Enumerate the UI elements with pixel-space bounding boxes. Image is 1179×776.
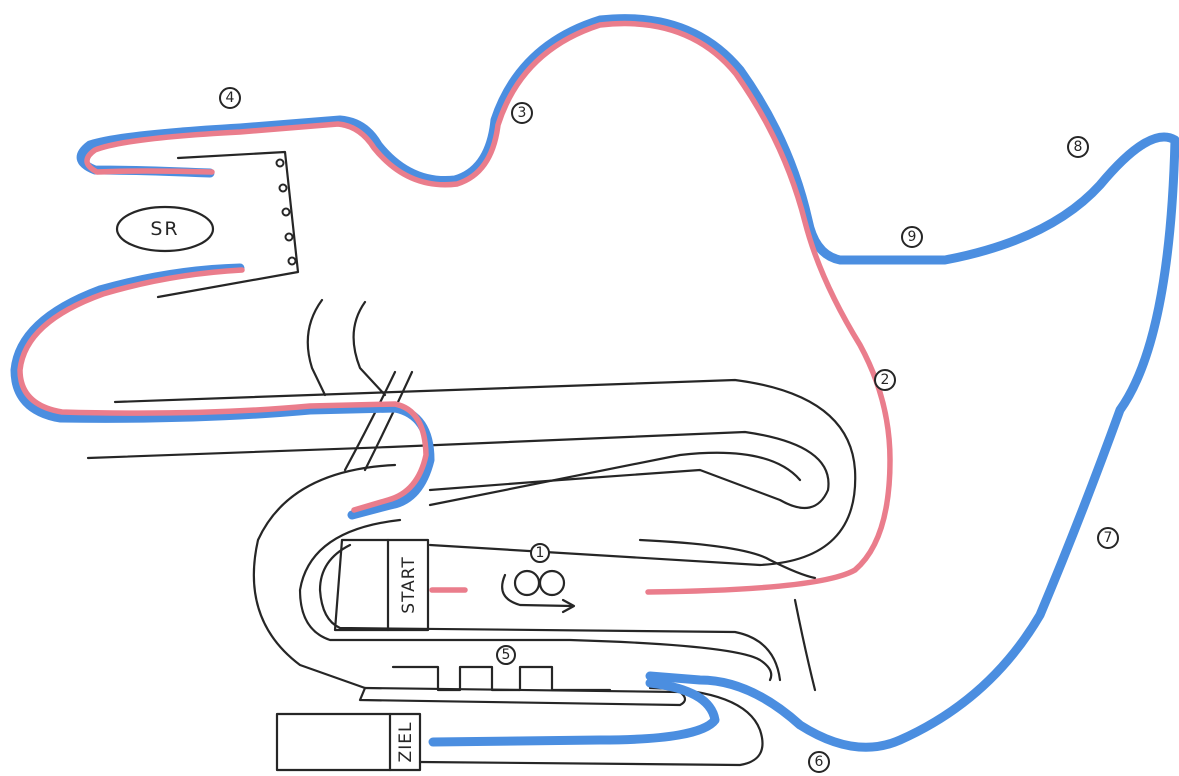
- svg-text:2: 2: [881, 372, 890, 388]
- svg-text:5: 5: [502, 647, 511, 663]
- blue-route: [10, 14, 1179, 752]
- start-glyph: [501, 569, 576, 614]
- svg-text:8: 8: [1074, 139, 1083, 155]
- svg-text:9: 9: [908, 229, 917, 245]
- track-outline: [86, 150, 857, 772]
- svg-text:4: 4: [226, 90, 235, 106]
- sr-label: SR: [150, 218, 179, 240]
- pit-dots: [275, 158, 297, 266]
- red-route: [17, 20, 893, 595]
- sr-marker: SR: [115, 205, 215, 253]
- start-label: START: [399, 556, 419, 613]
- svg-text:7: 7: [1104, 530, 1113, 546]
- marker-3: 3: [511, 102, 533, 124]
- svg-text:6: 6: [815, 754, 824, 770]
- marker-2: 2: [874, 369, 896, 391]
- marker-5: 5: [496, 645, 516, 665]
- marker-4: 4: [219, 87, 241, 109]
- svg-text:1: 1: [536, 545, 545, 561]
- marker-9: 9: [901, 226, 923, 248]
- ziel-label: ZIEL: [396, 722, 416, 763]
- marker-7: 7: [1097, 527, 1119, 549]
- marker-1: 1: [530, 543, 550, 563]
- svg-text:3: 3: [518, 105, 527, 121]
- marker-8: 8: [1067, 136, 1089, 158]
- marker-6: 6: [808, 751, 830, 773]
